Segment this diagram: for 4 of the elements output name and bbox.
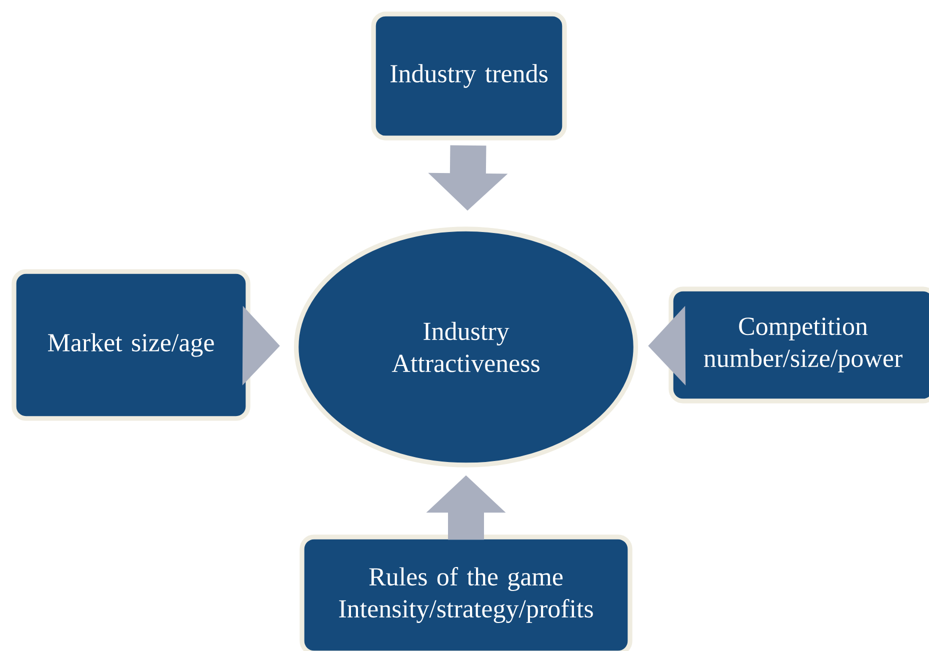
factor-box: Industry trends — [371, 12, 567, 140]
factor-box: Rules of the game Intensity/strategy/profits — [300, 534, 632, 651]
factor-box: Competition number/size/power — [668, 286, 929, 404]
factor-box: Market size/age — [12, 269, 250, 421]
